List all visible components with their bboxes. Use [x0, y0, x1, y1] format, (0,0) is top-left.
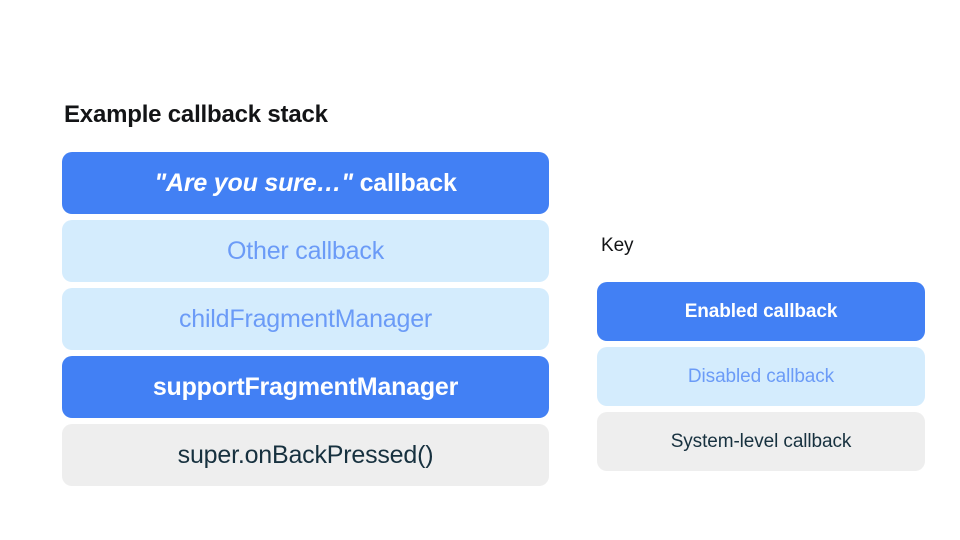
key-title: Key: [601, 235, 634, 256]
key-item-system-label: System-level callback: [670, 430, 852, 452]
callback-stack-list: "Are you sure…" callback Other callback …: [62, 152, 549, 486]
callback-stack-row-1[interactable]: Other callback: [62, 220, 549, 282]
callback-stack-title: Example callback stack: [64, 101, 328, 128]
key-item-enabled-label: Enabled callback: [684, 300, 838, 322]
key-item-disabled-label: Disabled callback: [687, 365, 835, 387]
key-item-disabled[interactable]: Disabled callback: [597, 347, 925, 406]
key-item-system[interactable]: System-level callback: [597, 412, 925, 471]
callback-stack-row-1-label: Other callback: [227, 237, 384, 265]
callback-stack-row-0[interactable]: "Are you sure…" callback: [62, 152, 549, 214]
callback-stack-row-0-suffix: callback: [352, 169, 457, 197]
callback-stack-row-3[interactable]: supportFragmentManager: [62, 356, 549, 418]
callback-stack-row-0-label: "Are you sure…" callback: [154, 168, 457, 198]
key-section: Key Enabled callback Disabled callback S…: [597, 234, 925, 471]
callback-stack-section: Example callback stack "Are you sure…" c…: [62, 100, 549, 486]
callback-stack-row-0-quoted: "Are you sure…": [154, 169, 353, 197]
callback-stack-row-4[interactable]: super.onBackPressed(): [62, 424, 549, 486]
callback-stack-row-2-label: childFragmentManager: [178, 305, 433, 333]
callback-stack-row-3-label: supportFragmentManager: [152, 373, 459, 401]
callback-stack-row-2[interactable]: childFragmentManager: [62, 288, 549, 350]
key-item-enabled[interactable]: Enabled callback: [597, 282, 925, 341]
key-list: Enabled callback Disabled callback Syste…: [597, 282, 925, 471]
callback-stack-row-4-label: super.onBackPressed(): [177, 441, 434, 469]
